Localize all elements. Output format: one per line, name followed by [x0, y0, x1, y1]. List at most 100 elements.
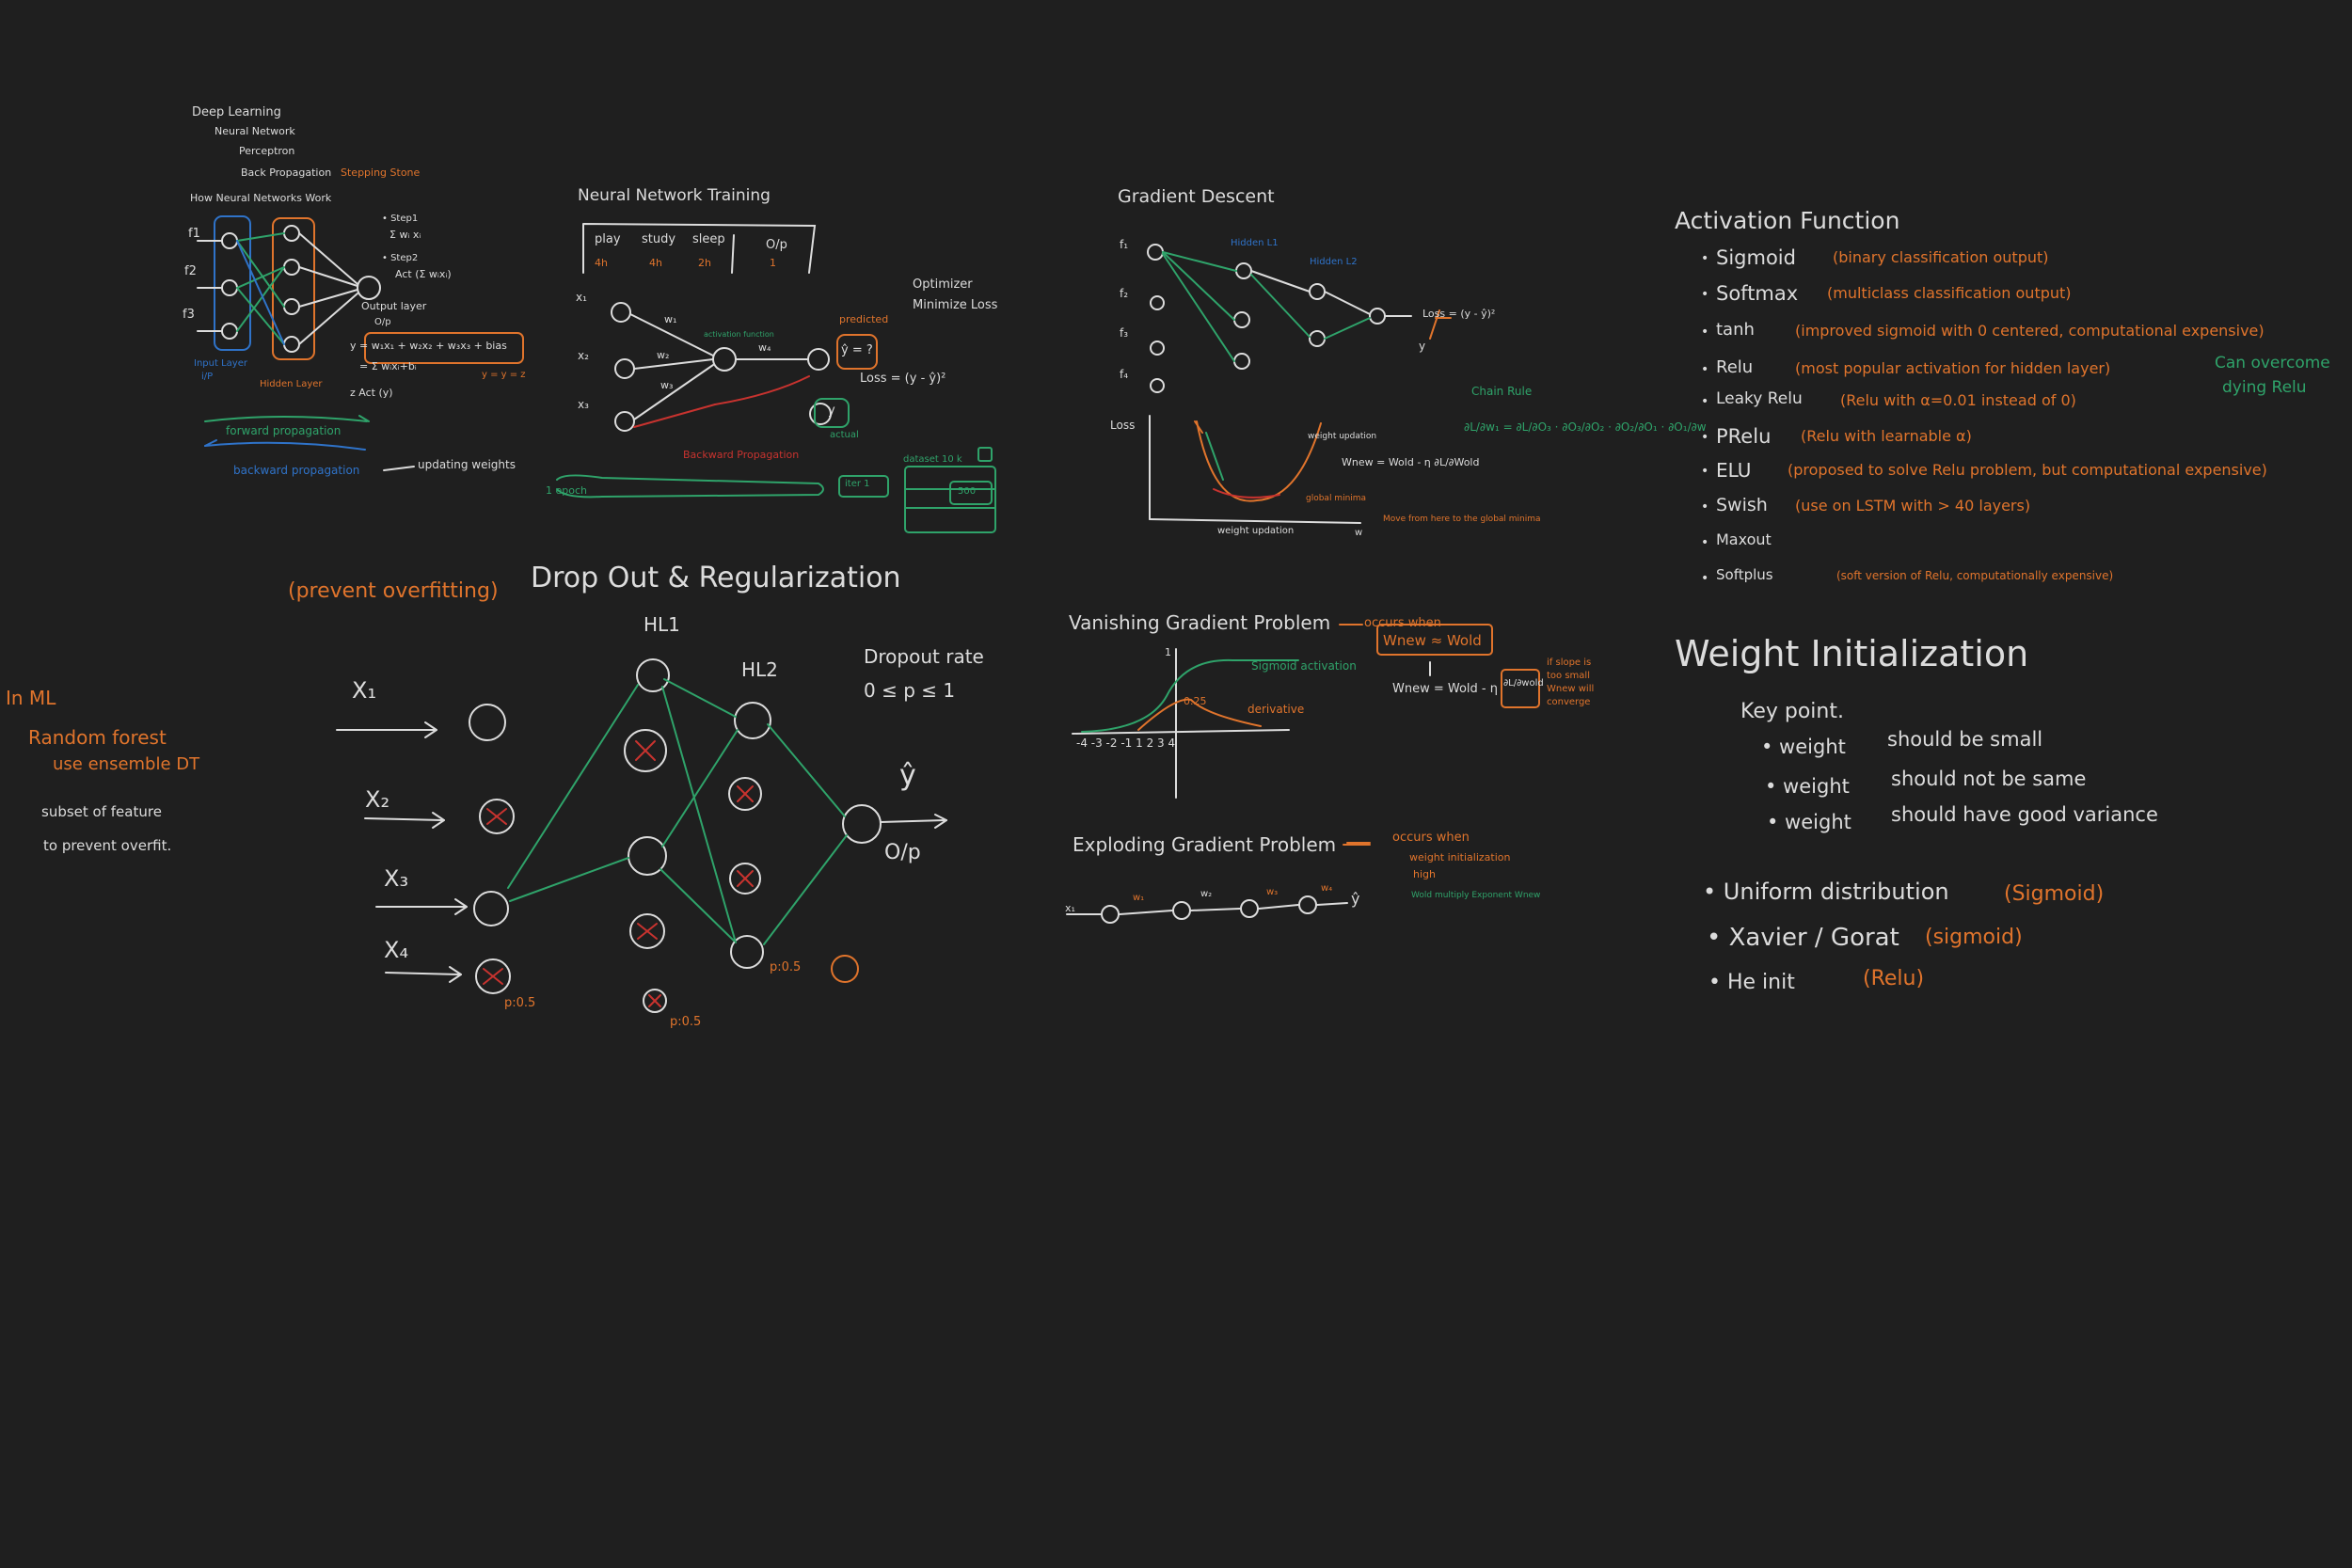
- gd-hl1: Hidden L1: [1231, 238, 1279, 248]
- weights-k3b: should have good variance: [1891, 803, 2158, 826]
- dropout-x3: X₃: [384, 865, 409, 892]
- exploding-occurs: occurs when: [1392, 831, 1470, 845]
- vanishing-sig: Sigmoid activation: [1251, 659, 1357, 673]
- bullet-icon: •: [1701, 464, 1709, 479]
- how-f1: f1: [188, 227, 200, 241]
- activation-item-note: (improved sigmoid with 0 centered, compu…: [1795, 322, 2265, 340]
- gd-chain-eq: ∂L/∂w₁ = ∂L/∂O₃ · ∂O₃/∂O₂ · ∂O₂/∂O₁ · ∂O…: [1464, 420, 1707, 434]
- weights-m3b: (Relu): [1863, 967, 1925, 990]
- bullet-icon: •: [1701, 499, 1709, 515]
- gd-w: w: [1355, 528, 1363, 538]
- nn-backward: Backward Propagation: [683, 449, 800, 461]
- how-ytrue: y = y = z: [482, 370, 526, 380]
- dropout-hl2: HL2: [741, 658, 778, 681]
- weights-key: Key point.: [1740, 700, 1844, 723]
- how-f2: f2: [184, 264, 197, 278]
- how-backward: backward propagation: [233, 464, 360, 477]
- activation-item-note: (Relu with α=0.01 instead of 0): [1840, 391, 2076, 409]
- dropout-network: [336, 658, 947, 1013]
- exploding-x: x₁: [1065, 902, 1075, 914]
- vanishing-occurs: occurs when: [1364, 616, 1441, 630]
- nn-optimizer: Optimizer: [913, 277, 973, 292]
- exploding-w3: w₃: [1266, 887, 1279, 897]
- activation-item-name: Maxout: [1716, 531, 1772, 548]
- topics-item1: Neural Network: [215, 125, 295, 137]
- nn-h-study: study: [642, 232, 676, 246]
- exploding-chain: [1066, 844, 1371, 924]
- how-forward: forward propagation: [226, 424, 342, 437]
- gd-loss-label: Loss = (y - ŷ)²: [1422, 308, 1496, 320]
- gd-y: y: [1419, 340, 1426, 353]
- vanishing-graph: [1072, 624, 1540, 799]
- dropout-x1: X₁: [352, 677, 377, 704]
- exploding-w4: w₄: [1321, 883, 1333, 894]
- nn-loss: Loss = (y - ŷ)²: [860, 372, 946, 386]
- dropout-yhat: ŷ: [899, 759, 916, 792]
- dropout-p2: p:0.5: [670, 1015, 702, 1029]
- how-ip: i/P: [201, 372, 214, 382]
- topics-item3-note: Stepping Stone: [341, 166, 421, 179]
- nn-v-study: 4h: [649, 257, 662, 269]
- topics-item3: Back Propagation: [241, 166, 332, 179]
- vanishing-eq: Wnew = Wold - η: [1392, 682, 1498, 696]
- bullet-icon: •: [1701, 535, 1709, 550]
- how-sum: Σ wᵢ xᵢ: [389, 229, 421, 241]
- vanishing-note1: if slope is: [1547, 657, 1592, 668]
- activation-title: Activation Function: [1675, 207, 1900, 234]
- activation-item-note: (binary classification output): [1833, 248, 2049, 266]
- exploding-w2: w₂: [1200, 889, 1213, 899]
- bullet-icon: •: [1701, 362, 1709, 377]
- activation-item-note: (multiclass classification output): [1827, 284, 2072, 302]
- weights-k2a: • weight: [1765, 775, 1850, 798]
- how-act: Act (Σ wᵢxᵢ): [395, 268, 452, 280]
- ml-l5: to prevent overfit.: [43, 837, 172, 854]
- nn-size: 500: [958, 486, 977, 497]
- bullet-icon: •: [1701, 571, 1709, 586]
- gd-hl2: Hidden L2: [1310, 257, 1358, 267]
- ml-l2: Random forest: [28, 726, 167, 749]
- nn-v-play: 4h: [595, 257, 608, 269]
- exploding-w1: w₁: [1133, 893, 1145, 903]
- topics-item2: Perceptron: [239, 145, 295, 157]
- bullet-icon: •: [1701, 430, 1709, 445]
- nn-dataset: dataset 10 k: [903, 454, 962, 465]
- activation-side2: dying Relu: [2222, 378, 2307, 397]
- weights-k1b: should be small: [1887, 728, 2043, 751]
- gd-chain: Chain Rule: [1471, 385, 1533, 398]
- exploding-c1: weight initialization: [1409, 851, 1511, 863]
- nn-x2: x₂: [578, 349, 589, 362]
- activation-item-name: Relu: [1716, 357, 1754, 377]
- gd-note: Move from here to the global minima: [1383, 515, 1541, 524]
- nn-predicted: predicted: [839, 313, 889, 325]
- gd-f1: f₁: [1120, 238, 1129, 251]
- nn-yhat: ŷ = ?: [841, 343, 873, 357]
- gd-f2: f₂: [1120, 287, 1129, 300]
- nn-activation: activation function: [704, 330, 774, 339]
- nn-epoch: 1 epoch: [546, 484, 587, 497]
- how-hidden-layer: Hidden Layer: [260, 379, 323, 389]
- weights-m2a: • Xavier / Gorat: [1707, 924, 1899, 952]
- vanishing-frac: ∂L/∂wold: [1503, 678, 1544, 689]
- vanishing-title: Vanishing Gradient Problem: [1069, 611, 1331, 634]
- bullet-icon: •: [1701, 287, 1709, 302]
- vanishing-cond: Wnew ≈ Wold: [1383, 632, 1482, 649]
- weights-k1a: • weight: [1761, 736, 1846, 758]
- how-f3: f3: [183, 308, 195, 322]
- dropout-p3: p:0.5: [770, 960, 802, 974]
- bullet-icon: •: [1701, 394, 1709, 409]
- how-step2: • Step2: [382, 253, 419, 263]
- vanishing-v1: 1: [1165, 646, 1171, 658]
- dropout-hl1: HL1: [644, 613, 680, 636]
- how-updating: updating weights: [418, 458, 516, 471]
- nn-w1: w₁: [664, 313, 677, 325]
- gd-f3: f₃: [1120, 326, 1129, 340]
- how-op: O/p: [374, 317, 391, 327]
- weights-k2b: should not be same: [1891, 768, 2087, 790]
- activation-item-name: Sigmoid: [1716, 246, 1796, 269]
- ml-l1: In ML: [6, 687, 56, 709]
- dropout-p1: p:0.5: [504, 996, 536, 1010]
- weights-m1a: • Uniform distribution: [1703, 879, 1949, 905]
- nn-w2: w₂: [657, 349, 670, 361]
